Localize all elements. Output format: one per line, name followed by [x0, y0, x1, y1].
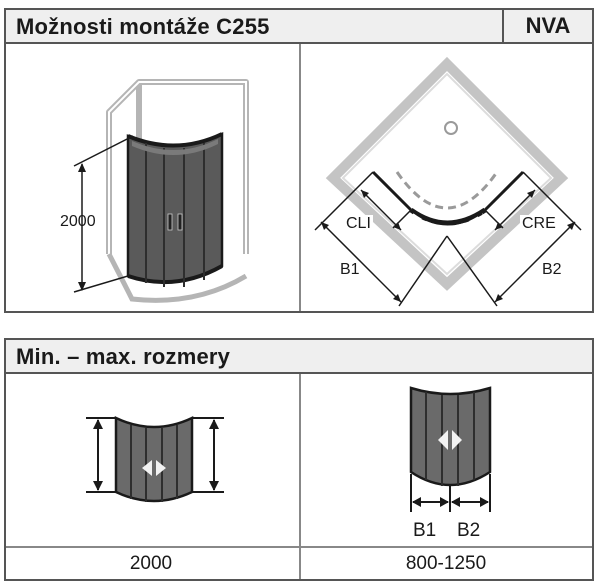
enclosure-perspective-diagram: [73, 79, 249, 303]
b1-dimension-label: B1: [340, 261, 360, 278]
width-b1-label: B1: [413, 520, 437, 541]
b2-dimension-label: B2: [542, 261, 562, 278]
cli-dimension-label: CLI: [344, 215, 373, 233]
cre-dimension-label: CRE: [520, 215, 558, 233]
panel1-divider: [299, 44, 301, 311]
panel2-divider: [299, 374, 301, 579]
mounting-options-header: Možnosti montáže C255 NVA: [6, 10, 592, 44]
width-value: 800-1250: [405, 553, 487, 574]
mounting-options-title: Možnosti montáže C255: [16, 14, 270, 39]
min-max-title: Min. – max. rozmery: [16, 344, 231, 369]
mounting-options-panel: Možnosti montáže C255 NVA: [4, 8, 594, 313]
height-dimension-label: 2000: [60, 213, 96, 230]
min-max-dimensions-panel: Min. – max. rozmery: [4, 338, 594, 581]
min-max-header: Min. – max. rozmery: [6, 340, 592, 374]
width-range-diagram: [409, 386, 492, 512]
width-b2-label: B2: [457, 520, 481, 541]
enclosure-top-view-diagram: [314, 56, 582, 307]
height-value: 2000: [129, 553, 173, 574]
product-code: NVA: [502, 10, 592, 42]
height-range-diagram: [86, 416, 224, 503]
values-row-divider: [6, 546, 592, 548]
